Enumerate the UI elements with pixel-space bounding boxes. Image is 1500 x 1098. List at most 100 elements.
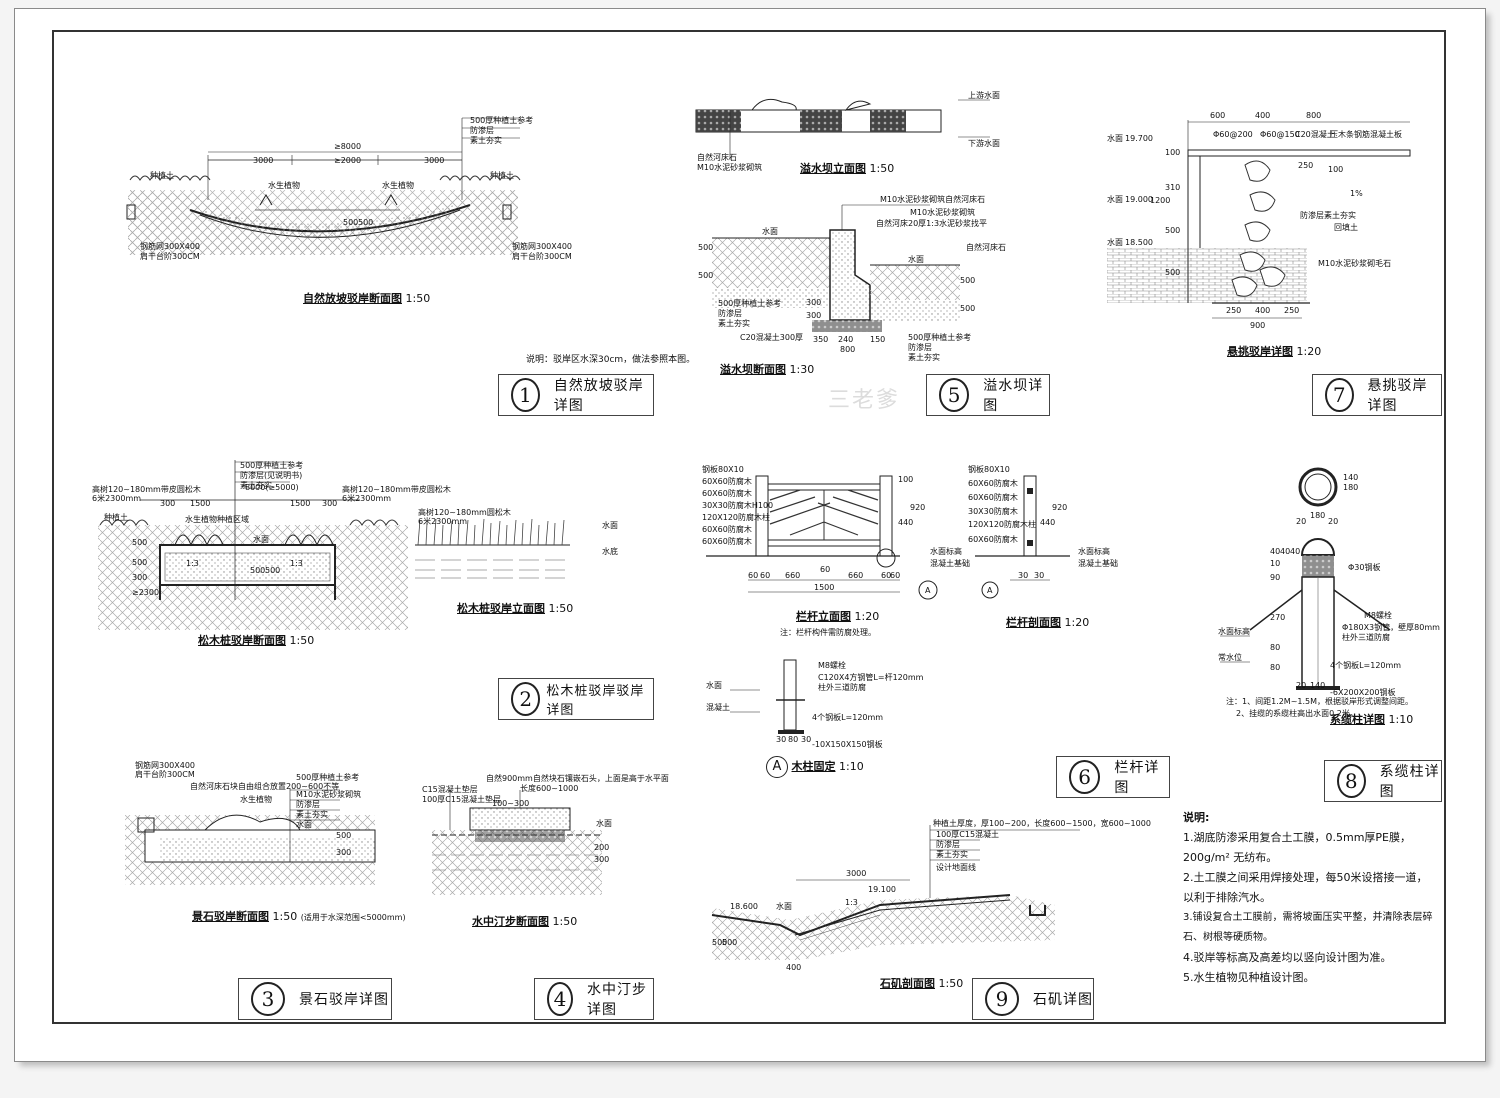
dim8-14: 20	[1296, 681, 1306, 690]
caption-1: 自然放坡驳岸断面图 1:50	[303, 290, 430, 306]
l2-6: 6米2300mm	[342, 493, 391, 503]
l1-5: 水生植物	[382, 180, 414, 190]
caption-9-name: 石矶剖面图	[880, 977, 935, 990]
dim6-13: 30	[1018, 571, 1028, 580]
l2b-1: 6米2300mm	[418, 516, 467, 526]
l1-3: 种植土	[150, 170, 174, 180]
dim8-4: 20	[1328, 517, 1338, 526]
l3-6: 素土夯实	[296, 809, 328, 819]
dim7-13: 250	[1298, 161, 1313, 170]
caption-7-scale: 1:20	[1296, 345, 1322, 358]
caption-1-name: 自然放坡驳岸断面图	[303, 292, 402, 305]
dim3-0: 500	[336, 831, 351, 840]
l3-2: 自然河床石块自由组合放置200~600不等	[190, 781, 339, 791]
l3-0: 钢筋网300X400	[135, 760, 195, 770]
dim8-2: 20	[1296, 517, 1306, 526]
dim6-5: 1500	[814, 583, 834, 592]
e7-1: 19.000	[1125, 195, 1153, 204]
note-4: 4.驳岸等标高及高差均以竖向设计图为准。	[1183, 951, 1392, 964]
l5b-1: M10水泥砂浆砌筑	[910, 207, 975, 217]
caption-5a-name: 溢水坝立面图	[800, 162, 866, 175]
title-7-num: 7	[1325, 378, 1354, 412]
dim1-1: ≥8000	[334, 142, 361, 151]
dim9-3: 400	[786, 963, 801, 972]
l9-0: 种植土厚度，厚100~200，长度600~1500，宽600~1000	[933, 818, 1151, 828]
l4-0: C15混凝土垫层	[422, 784, 478, 794]
dim4-1: 200	[594, 843, 609, 852]
l5b-0: M10水泥砂浆砌筑自然河床石	[880, 194, 985, 204]
dim7-10: 250	[1284, 306, 1299, 315]
l7-6: 回填土	[1334, 222, 1358, 232]
watermark: 三老爹	[828, 388, 901, 413]
drawing-pine-pile-elevation	[415, 518, 570, 579]
note-5: 5.水生植物见种植设计图。	[1183, 971, 1315, 984]
dim8-13: 140	[1310, 681, 1325, 690]
caption-8-name: 系缆柱详图	[1330, 713, 1385, 726]
l5a-1: 下游水面	[968, 138, 1000, 148]
l4-2: 自然900mm自然块石镶嵌石头，上面是高于水平面	[486, 773, 669, 783]
dim9-5: 500	[722, 938, 737, 947]
dim8-9: 90	[1270, 573, 1280, 582]
l2b-3: 水底	[602, 546, 618, 556]
l3-8: 水面	[296, 819, 312, 829]
caption-3-name: 景石驳岸断面图	[192, 910, 269, 923]
caption-9: 石矶剖面图 1:50	[880, 975, 963, 991]
l6a-7: 水面标高	[930, 546, 962, 556]
dim1-2: ≥2000	[334, 156, 361, 165]
l6c-0: M8螺栓	[818, 660, 846, 670]
l3-1: 肩干台阶300CM	[135, 769, 195, 779]
l9-4: 设计地面线	[936, 862, 976, 872]
l1-8: 肩干台阶300CM	[140, 251, 200, 261]
l4-1: 100厚C15混凝土垫层	[422, 794, 501, 804]
title-4-label: 水中汀步详图	[587, 982, 647, 1018]
l2-7: 种植土	[104, 512, 128, 522]
dim5-1: 500	[698, 271, 713, 280]
caption-2a-scale: 1:50	[289, 634, 315, 647]
caption-2b-name: 松木桩驳岸立面图	[457, 602, 545, 615]
l8-6: 水面标高	[1218, 626, 1250, 636]
l6a-2: 60X60防腐木	[702, 488, 752, 498]
dim5-2: 300	[806, 311, 821, 320]
l6b-2: 60X60防腐木	[968, 492, 1018, 502]
caption-6c-name: 木柱固定	[791, 760, 836, 773]
caption-4: 水中汀步断面图 1:50	[472, 913, 577, 929]
l5b-5: 500厚种植土参考	[718, 298, 781, 308]
l6a-9: A	[925, 586, 931, 595]
l5b-10: 防渗层	[908, 342, 932, 352]
l9-5: 1:3	[845, 898, 858, 907]
caption-1-scale: 1:50	[405, 292, 431, 305]
drawing-weir-section	[712, 204, 960, 332]
dim8-12: 80	[1270, 663, 1280, 672]
dim8-8: 10	[1270, 559, 1280, 568]
dim3-1: 300	[336, 848, 351, 857]
dim6-0: 60	[748, 571, 758, 580]
dim6-10: 60	[890, 571, 900, 580]
l7-9: 水面	[1107, 194, 1123, 204]
caption-8: 系缆柱详图 1:10	[1330, 711, 1413, 727]
l2-4: 6米2300mm	[92, 493, 141, 503]
l7-4: 1%	[1350, 189, 1363, 198]
dim9-0: 3000	[846, 869, 866, 878]
dim5-7: 500	[960, 304, 975, 313]
l8-7: 常水位	[1218, 652, 1242, 662]
dim2-4: 300	[322, 499, 337, 508]
dim2-6: 500	[132, 558, 147, 567]
dim7-0: 600	[1210, 111, 1225, 120]
note-3: 3.铺设复合土工膜前，需将坡面压实平整，并清除表层碎石、树根等硬质物。	[1183, 912, 1433, 943]
dim6-11: 920	[1052, 503, 1067, 512]
l1-1: 防渗层	[470, 125, 494, 135]
caption-1-note: 说明：驳岸区水深30cm，做法参照本图。	[526, 355, 696, 365]
caption-3-extra: (适用于水深范围<5000mm)	[300, 913, 406, 922]
drawing-stepping-stone-section	[432, 790, 602, 895]
note-1: 1.湖底防渗采用复合土工膜，0.5mm厚PE膜，200g/m² 无纺布。	[1183, 831, 1412, 864]
l6c-4: -10X150X150钢板	[812, 739, 883, 749]
title-6-label: 栏杆详图	[1114, 760, 1160, 796]
l1-9: 钢筋网300X400	[512, 241, 572, 251]
notes-heading: 说明:	[1183, 811, 1210, 824]
dim2-3: 300	[160, 499, 175, 508]
